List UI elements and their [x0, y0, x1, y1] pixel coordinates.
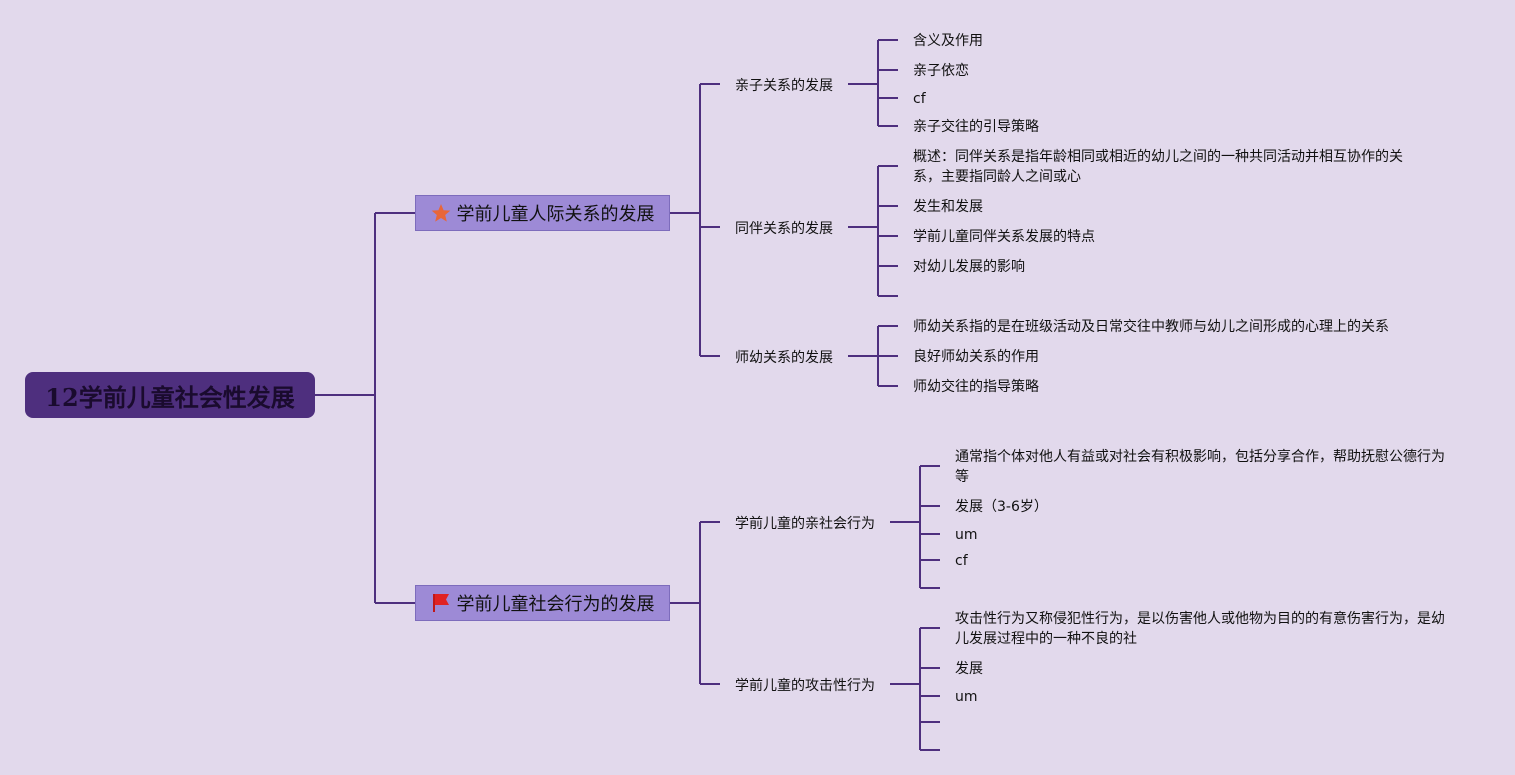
leaf-item[interactable]: 学前儿童同伴关系发展的特点: [913, 227, 1095, 247]
leaf-label: um: [955, 689, 978, 705]
topic-teacher-child[interactable]: 师幼关系的发展: [735, 347, 833, 367]
leaf-label: um: [955, 527, 978, 543]
leaf-item[interactable]: 发生和发展: [913, 197, 983, 217]
topic-label: 师幼关系的发展: [735, 350, 833, 366]
leaf-label: 对幼儿发展的影响: [913, 259, 1025, 275]
topic-label: 亲子关系的发展: [735, 78, 833, 94]
leaf-label: 良好师幼关系的作用: [913, 349, 1039, 365]
leaf-item[interactable]: um: [955, 525, 978, 545]
leaf-item[interactable]: 含义及作用: [913, 31, 983, 51]
leaf-label: 亲子交往的引导策略: [913, 119, 1039, 135]
branch-title: 学前儿童社会行为的发展: [456, 594, 655, 615]
root-node[interactable]: 12学前儿童社会性发展: [25, 372, 315, 418]
leaf-item[interactable]: 攻击性行为又称侵犯性行为，是以伤害他人或他物为目的的有意伤害行为，是幼儿发展过程…: [955, 609, 1450, 649]
flag-icon: [432, 594, 449, 612]
leaf-item[interactable]: 发展: [955, 659, 983, 679]
leaf-label: 含义及作用: [913, 33, 983, 49]
leaf-item[interactable]: 师幼关系指的是在班级活动及日常交往中教师与幼儿之间形成的心理上的关系: [913, 317, 1389, 337]
topic-prosocial[interactable]: 学前儿童的亲社会行为: [735, 513, 875, 533]
leaf-label: 发展（3-6岁）: [955, 499, 1048, 515]
leaf-item[interactable]: cf: [913, 89, 926, 109]
topic-label: 学前儿童的攻击性行为: [735, 678, 875, 694]
topic-parent-child[interactable]: 亲子关系的发展: [735, 75, 833, 95]
leaf-item[interactable]: 概述：同伴关系是指年龄相同或相近的幼儿之间的一种共同活动并相互协作的关系，主要指…: [913, 147, 1408, 187]
leaf-item[interactable]: 亲子依恋: [913, 61, 969, 81]
leaf-label: cf: [913, 91, 926, 107]
branch-interpersonal[interactable]: 学前儿童人际关系的发展: [415, 195, 670, 231]
leaf-label: 发生和发展: [913, 199, 983, 215]
leaf-label: 攻击性行为又称侵犯性行为，是以伤害他人或他物为目的的有意伤害行为，是幼儿发展过程…: [955, 611, 1445, 647]
root-title: 12学前儿童社会性发展: [45, 382, 295, 412]
leaf-label: 师幼关系指的是在班级活动及日常交往中教师与幼儿之间形成的心理上的关系: [913, 319, 1389, 335]
leaf-item[interactable]: 亲子交往的引导策略: [913, 117, 1039, 137]
leaf-label: 通常指个体对他人有益或对社会有积极影响，包括分享合作，帮助抚慰公德行为等: [955, 449, 1445, 485]
leaf-item[interactable]: 良好师幼关系的作用: [913, 347, 1039, 367]
leaf-item[interactable]: 发展（3-6岁）: [955, 497, 1048, 517]
topic-peer[interactable]: 同伴关系的发展: [735, 218, 833, 238]
topic-label: 学前儿童的亲社会行为: [735, 516, 875, 532]
star-icon: [431, 204, 450, 222]
leaf-item[interactable]: um: [955, 687, 978, 707]
leaf-label: 学前儿童同伴关系发展的特点: [913, 229, 1095, 245]
branch-title: 学前儿童人际关系的发展: [456, 204, 655, 225]
leaf-item[interactable]: 对幼儿发展的影响: [913, 257, 1025, 277]
leaf-item[interactable]: cf: [955, 551, 968, 571]
leaf-label: 师幼交往的指导策略: [913, 379, 1039, 395]
topic-label: 同伴关系的发展: [735, 221, 833, 237]
leaf-label: cf: [955, 553, 968, 569]
branch-social-behavior[interactable]: 学前儿童社会行为的发展: [415, 585, 670, 621]
leaf-item[interactable]: 通常指个体对他人有益或对社会有积极影响，包括分享合作，帮助抚慰公德行为等: [955, 447, 1450, 487]
leaf-label: 发展: [955, 661, 983, 677]
leaf-label: 亲子依恋: [913, 63, 969, 79]
topic-aggressive[interactable]: 学前儿童的攻击性行为: [735, 675, 875, 695]
leaf-item[interactable]: 师幼交往的指导策略: [913, 377, 1039, 397]
leaf-label: 概述：同伴关系是指年龄相同或相近的幼儿之间的一种共同活动并相互协作的关系，主要指…: [913, 149, 1403, 185]
